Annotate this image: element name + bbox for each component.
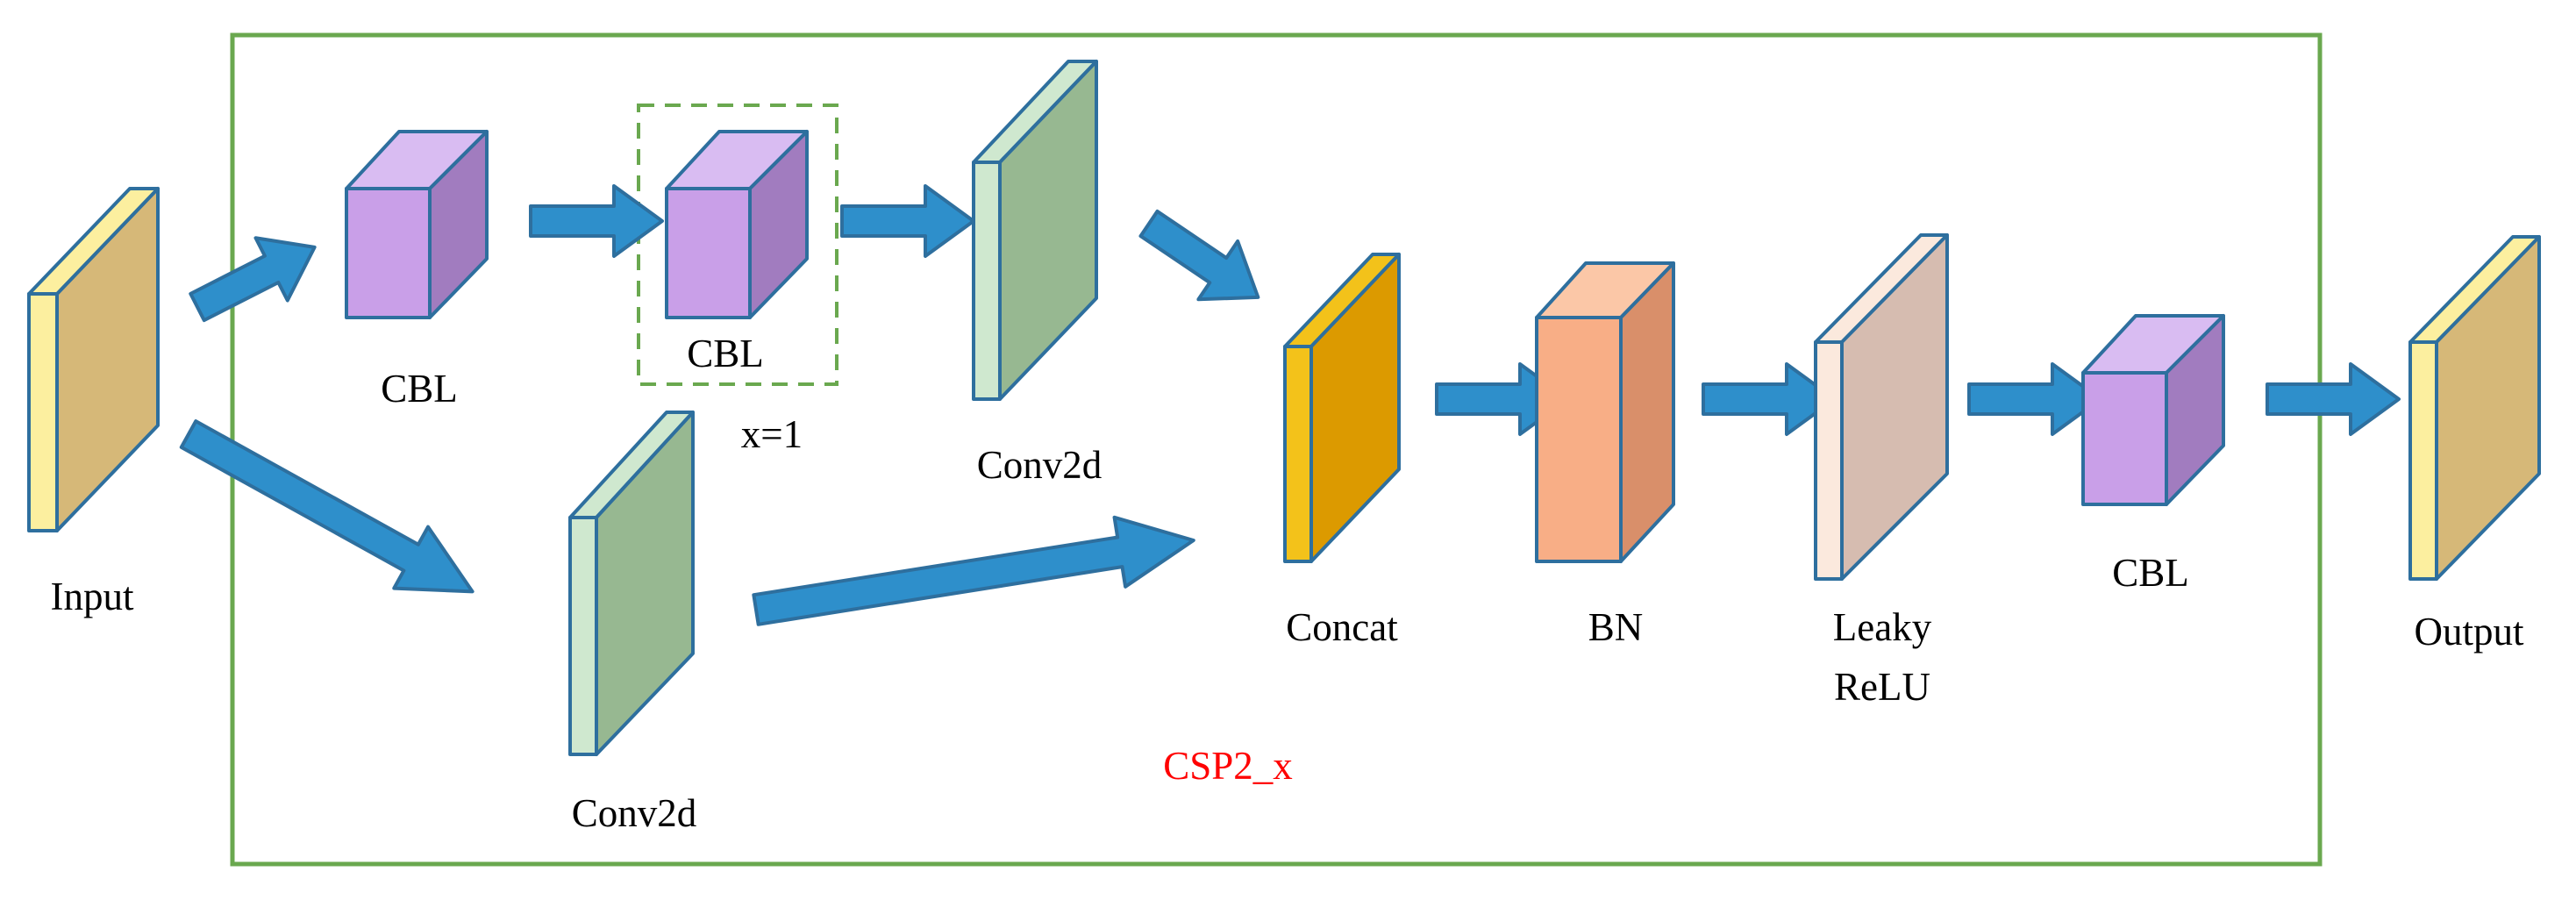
- arrow-leaky-to-cbl-icon: [1967, 362, 2102, 436]
- arrow-cbl-to-output-icon: [2266, 362, 2401, 436]
- label-cbl-3: CBL: [2112, 551, 2189, 595]
- conv2d-top-block-icon: [972, 60, 1098, 401]
- label-relu: ReLU: [1834, 665, 1930, 709]
- arrow-input-to-cbl-icon: [189, 236, 317, 323]
- label-conv2d-top: Conv2d: [977, 443, 1102, 487]
- input-block-icon: [27, 187, 160, 532]
- arrow-conv2d-bottom-to-concat-icon: [752, 515, 1195, 626]
- label-cbl-1: CBL: [381, 367, 458, 411]
- label-leaky: Leaky: [1833, 605, 1932, 649]
- concat-block-icon: [1283, 253, 1401, 563]
- bn-block-icon: [1535, 261, 1675, 563]
- arrow-bn-to-leaky-icon: [1702, 362, 1837, 436]
- arrow-conv2d-to-concat-icon: [1138, 209, 1260, 302]
- cbl-block-1-icon: [345, 130, 489, 319]
- label-cbl-2: CBL: [687, 332, 764, 375]
- csp2-module-border: [230, 32, 2323, 867]
- label-output: Output: [2414, 610, 2524, 654]
- arrow-cbl-to-conv2d-icon: [840, 184, 975, 258]
- arrow-input-to-conv2d-bottom-icon: [179, 419, 475, 594]
- label-repeat-count: x=1: [741, 412, 803, 456]
- label-conv2d-bottom: Conv2d: [572, 791, 697, 835]
- label-input: Input: [51, 575, 134, 618]
- cbl-block-2-icon: [665, 130, 809, 319]
- output-block-icon: [2408, 235, 2541, 581]
- module-name-label: CSP2_x: [1163, 744, 1293, 788]
- leaky-relu-block-icon: [1814, 233, 1949, 581]
- label-concat: Concat: [1286, 605, 1398, 649]
- conv2d-bottom-block-icon: [568, 411, 695, 756]
- cbl-block-3-icon: [2081, 314, 2225, 506]
- label-bn: BN: [1588, 605, 1644, 649]
- arrow-cbl-to-cbl-icon: [529, 184, 664, 258]
